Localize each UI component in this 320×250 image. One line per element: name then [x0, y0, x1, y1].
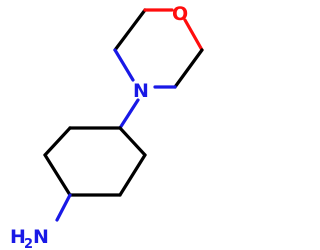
bond-ch1-ch2 — [118, 126, 147, 157]
bond-c1-c2 — [113, 8, 147, 52]
bond-n-cyclohexane — [118, 98, 140, 130]
morpholinyl-cyclohexylamine-structure: O N H 2 N — [10, 3, 204, 250]
amine-hydrogen-label: H — [10, 226, 26, 248]
amine-nitrogen-atom-label: N — [33, 226, 49, 248]
bond-o-c3 — [183, 18, 204, 52]
oxygen-atom-label: O — [172, 3, 188, 25]
bond-n-c1 — [113, 48, 135, 82]
ring-nitrogen-atom-label: N — [133, 80, 149, 102]
cyclohexane-ring — [43, 126, 147, 197]
amine-hydrogen-count: 2 — [24, 237, 33, 250]
bond-c-amine — [55, 193, 72, 222]
bond-ch5-ch6 — [43, 126, 72, 157]
morpholine-ring — [113, 8, 204, 89]
bond-ch4-ch5 — [43, 153, 72, 197]
bond-c3-c4 — [173, 48, 204, 89]
bond-ch2-ch3 — [118, 153, 147, 197]
